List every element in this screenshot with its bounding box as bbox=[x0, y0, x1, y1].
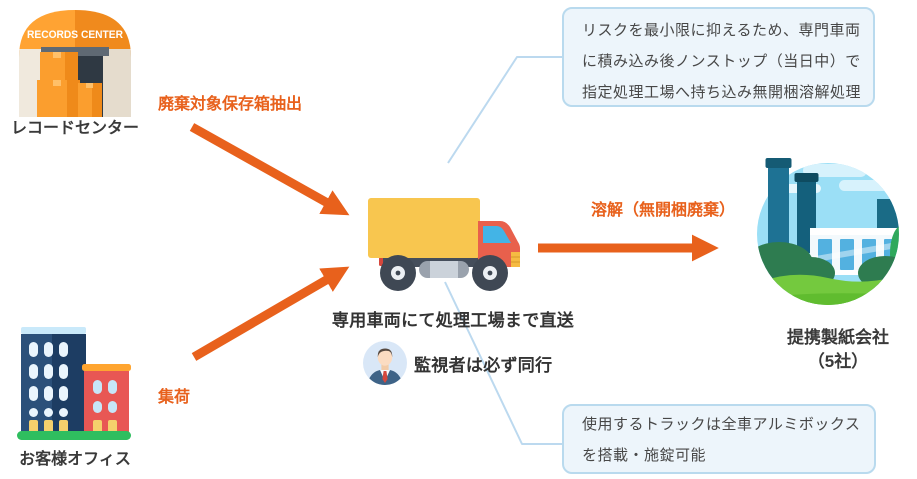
customer-office-label: お客様オフィス bbox=[19, 451, 131, 468]
records-center-sign: RECORDS CENTER bbox=[27, 29, 123, 41]
arrow-extract bbox=[189, 123, 350, 216]
paper-company-node bbox=[753, 157, 903, 309]
storage-boxes bbox=[37, 52, 102, 117]
paper-company-label-line1: 提携製紙会社 bbox=[787, 328, 889, 347]
paper-company-label-line2: （5社） bbox=[807, 352, 869, 371]
connector-top-callout-line bbox=[447, 56, 562, 164]
records-center-node: RECORDS CENTER bbox=[17, 5, 133, 117]
supervisor-note: 監視者は必ず同行 bbox=[414, 356, 553, 375]
arrow-pickup bbox=[191, 266, 350, 361]
callout-line: を搭載・施錠可能 bbox=[582, 447, 707, 464]
connector-bottom-callout-line bbox=[444, 281, 562, 445]
dissolve-arrow-label: 溶解（無開梱廃棄） bbox=[591, 202, 736, 219]
callout-line: 指定処理工場へ持ち込み無開梱溶解処理 bbox=[582, 84, 862, 101]
paper-factory-icon bbox=[757, 158, 899, 305]
office-buildings-icon bbox=[17, 327, 131, 440]
pickup-arrow-label: 集荷 bbox=[158, 389, 191, 406]
risk-note-callout: リスクを最小限に抑えるため、専門車両 に積み込み後ノンストップ（当日中）で 指定… bbox=[562, 7, 875, 107]
callout-line: に積み込み後ノンストップ（当日中）で bbox=[582, 53, 861, 70]
extract-arrow-label: 廃棄対象保存箱抽出 bbox=[158, 96, 303, 113]
callout-line: 使用するトラックは全車アルミボックス bbox=[582, 416, 861, 433]
customer-office-node bbox=[17, 327, 133, 441]
callout-line: リスクを最小限に抑えるため、専門車両 bbox=[582, 22, 861, 39]
records-center-label: レコードセンター bbox=[10, 120, 139, 137]
supervisor-node bbox=[363, 341, 407, 385]
truck-spec-callout: 使用するトラックは全車アルミボックス を搭載・施錠可能 bbox=[562, 404, 876, 474]
delivery-truck-icon bbox=[368, 198, 520, 291]
truck-caption: 専用車両にて処理工場まで直送 bbox=[331, 311, 575, 330]
truck-node bbox=[363, 196, 521, 301]
paper-company-label: 提携製紙会社 （5社） bbox=[763, 326, 913, 374]
warehouse-icon: RECORDS CENTER bbox=[19, 10, 131, 117]
supervisor-avatar-icon bbox=[363, 341, 407, 385]
